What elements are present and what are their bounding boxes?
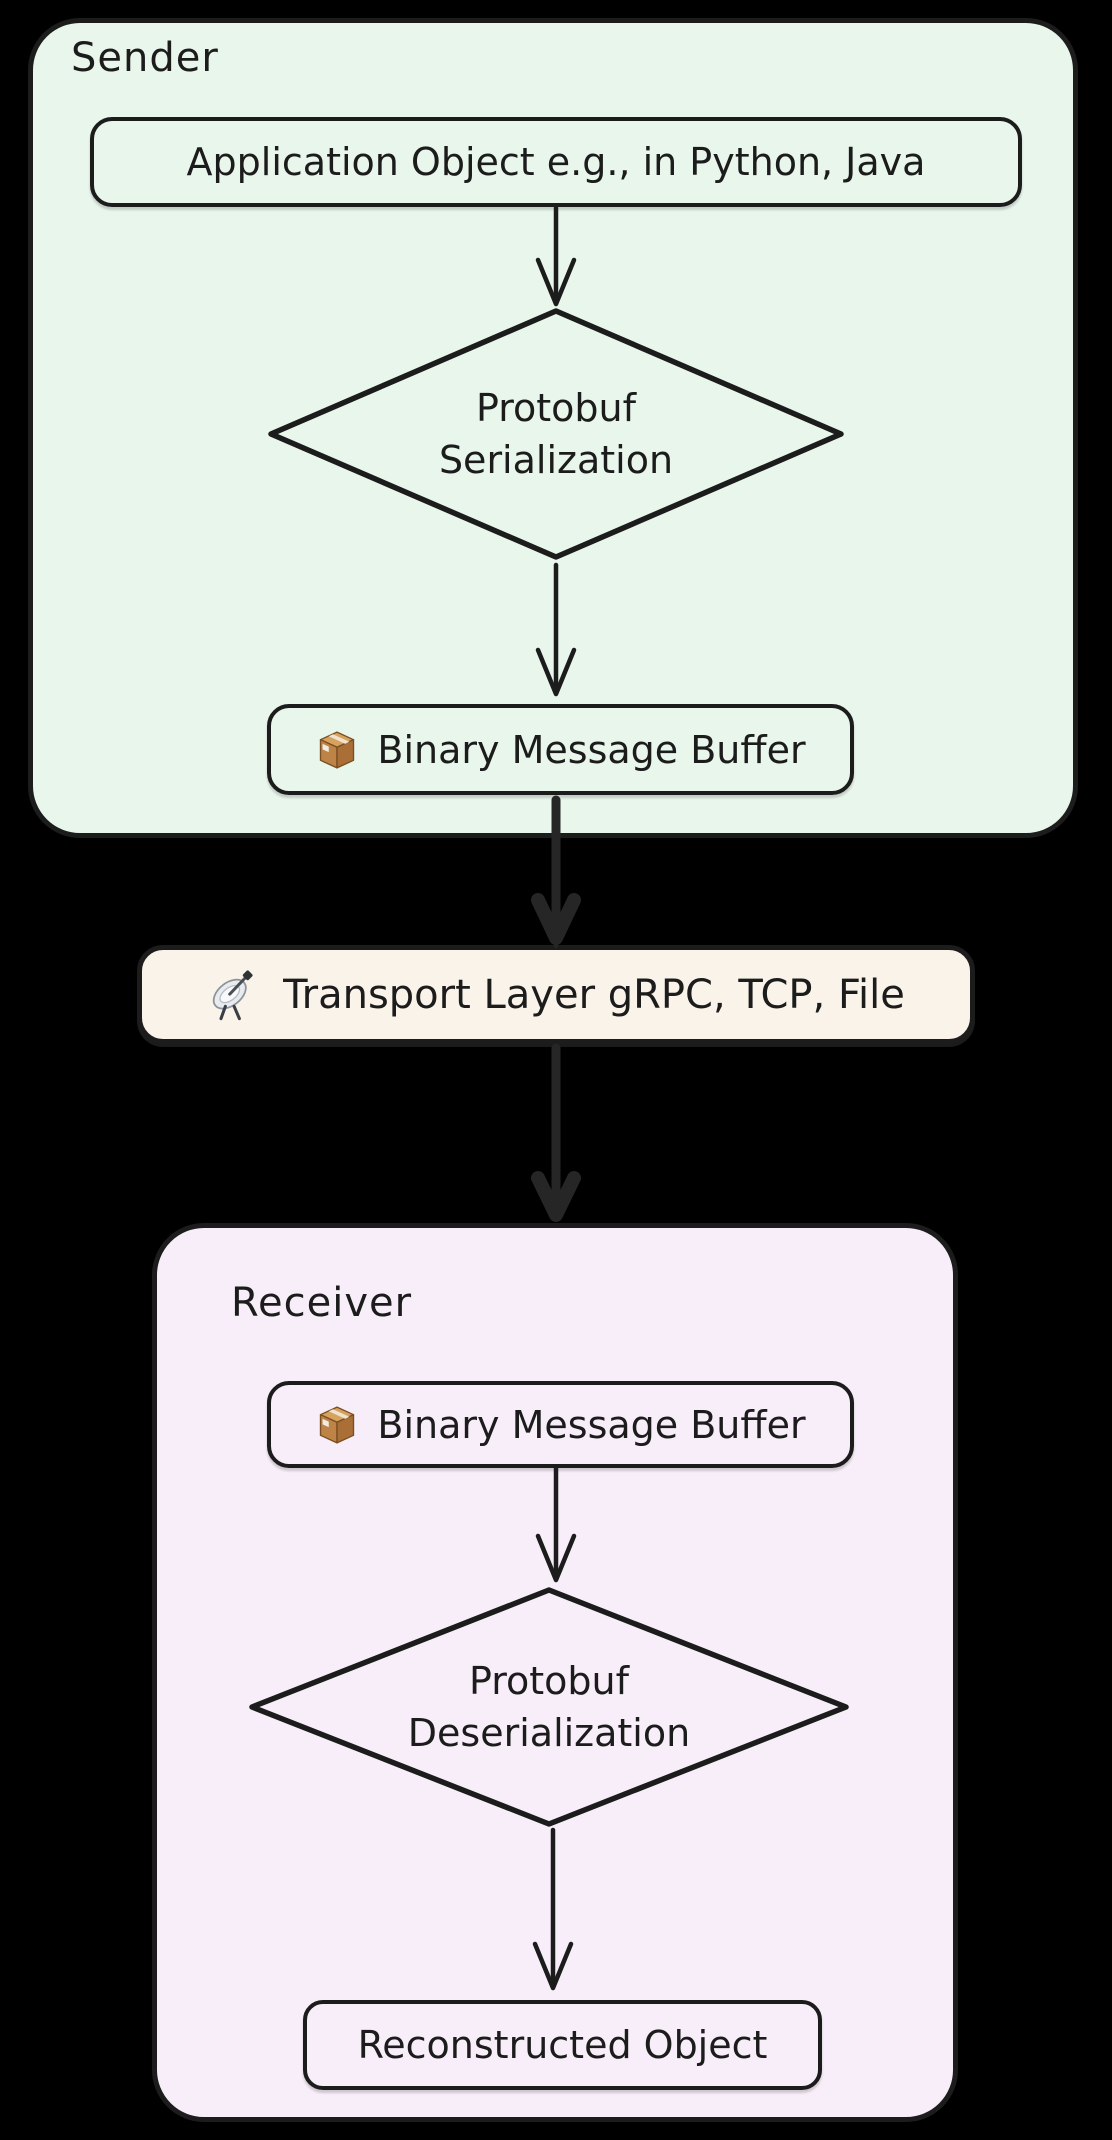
deserialization-line2: Deserialization <box>407 1711 691 1755</box>
binary-buffer-node-receiver: Binary Message Buffer <box>267 1381 854 1468</box>
receiver-label: Receiver <box>231 1280 413 1326</box>
reconstructed-object-label: Reconstructed Object <box>357 2023 768 2067</box>
sender-container: Sender Application Object e.g., in Pytho… <box>28 18 1078 838</box>
sender-label: Sender <box>71 35 219 81</box>
satellite-antenna-icon <box>207 967 263 1023</box>
transport-label: Transport Layer gRPC, TCP, File <box>283 971 905 1018</box>
binary-buffer-node-sender: Binary Message Buffer <box>267 704 854 795</box>
reconstructed-object-node: Reconstructed Object <box>303 2000 822 2090</box>
binary-buffer-label-receiver: Binary Message Buffer <box>377 1402 806 1447</box>
deserialization-line1: Protobuf <box>468 1659 629 1703</box>
binary-buffer-label-sender: Binary Message Buffer <box>377 727 806 772</box>
transport-node: Transport Layer gRPC, TCP, File <box>137 945 975 1044</box>
serialization-line2: Serialization <box>438 438 674 482</box>
arrow-transport-to-receiver <box>531 1043 581 1222</box>
package-icon <box>315 728 359 772</box>
serialization-diamond-label: Protobuf Serialization <box>406 382 706 486</box>
serialization-line1: Protobuf <box>475 386 636 430</box>
application-object-node: Application Object e.g., in Python, Java <box>90 117 1022 207</box>
application-object-label: Application Object e.g., in Python, Java <box>186 140 926 184</box>
package-icon <box>315 1403 359 1447</box>
deserialization-diamond-label: Protobuf Deserialization <box>399 1655 699 1759</box>
